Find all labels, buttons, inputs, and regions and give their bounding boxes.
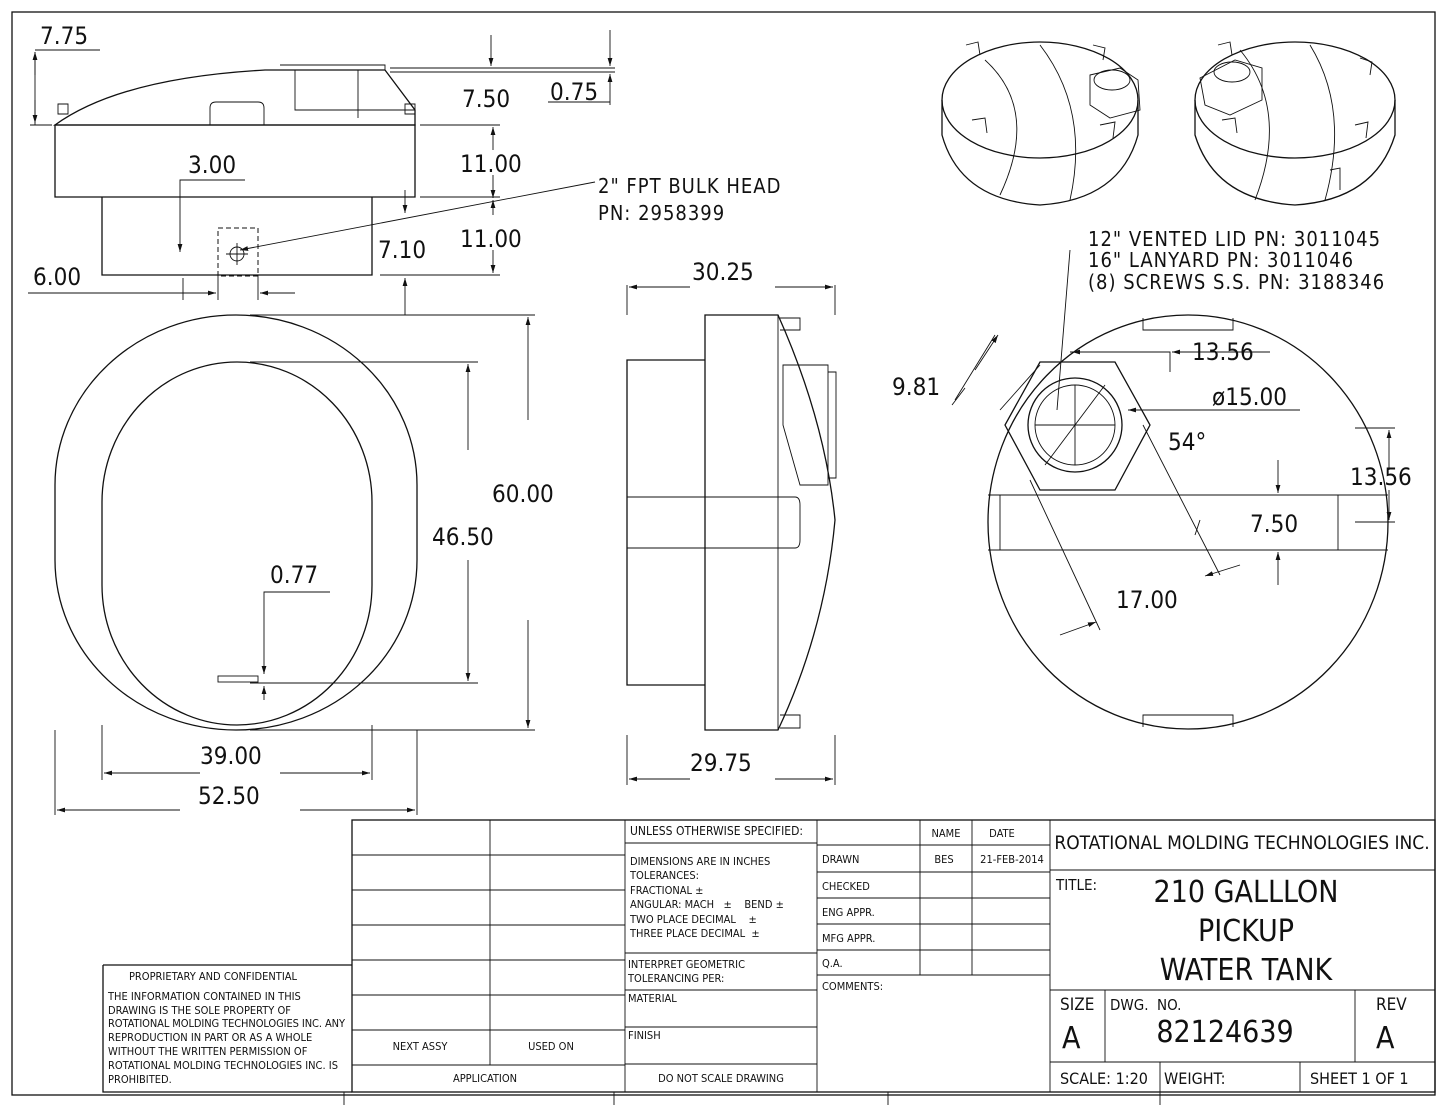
drawn-name: BES (934, 853, 953, 866)
dim-46-50: 46.50 (432, 523, 494, 551)
dim-3-00: 3.00 (188, 151, 236, 179)
lid-note-line2: 16" LANYARD PN: 3011046 (1088, 248, 1354, 272)
weight-label: WEIGHT: (1164, 1069, 1225, 1088)
dim-0-77: 0.77 (270, 561, 318, 589)
used-on-label: USED ON (528, 1040, 574, 1053)
application-label: APPLICATION (453, 1072, 517, 1085)
bulkhead-hidden-outline (217, 227, 259, 277)
size-value: A (1062, 1021, 1081, 1056)
title-line-1: 210 GALLLON (1154, 875, 1339, 910)
dim-13-56-horizontal: 13.56 (1192, 338, 1254, 366)
dim-7-10: 7.10 (378, 236, 426, 264)
dim-17-00: 17.00 (1116, 586, 1178, 614)
dim-30-25: 30.25 (692, 258, 754, 286)
side-view: 30.25 29.75 (626, 258, 837, 785)
tolerance-line: FRACTIONAL ± (630, 884, 703, 897)
proprietary-line: DRAWING IS THE SOLE PROPERTY OF (108, 1004, 291, 1017)
next-assy-label: NEXT ASSY (393, 1040, 449, 1053)
tolerance-line: THREE PLACE DECIMAL ± (629, 927, 760, 940)
dwg-no-value: 82124639 (1156, 1015, 1293, 1050)
elevation-view: 7.75 7.50 0.75 11.00 11.00 3.00 7.10 6.0… (28, 22, 781, 315)
dim-0-75: 0.75 (550, 78, 598, 106)
lid-top-view: 9.81 13.56 ø15.00 54° 17.00 13.56 7.50 1… (892, 227, 1412, 730)
dim-9-81: 9.81 (892, 373, 940, 401)
lid-note-line3: (8) SCREWS S.S. PN: 3188346 (1088, 270, 1385, 294)
title-block: UNLESS OTHERWISE SPECIFIED: DIMENSIONS A… (102, 819, 1436, 1105)
isometric-view-right (1194, 41, 1396, 206)
rev-label: REV (1376, 995, 1407, 1015)
sheet-label: SHEET 1 OF 1 (1310, 1069, 1409, 1088)
row-label-eng-appr: ENG APPR. (822, 906, 875, 919)
dim-7-75: 7.75 (40, 22, 88, 50)
finish-label: FINISH (628, 1029, 661, 1042)
dim-6-00: 6.00 (33, 263, 81, 291)
interpret-line: INTERPRET GEOMETRIC (628, 958, 745, 971)
title-label: TITLE: (1055, 876, 1097, 894)
dim-11-00-upper: 11.00 (460, 150, 522, 178)
tolerance-line: ANGULAR: MACH ± BEND ± (630, 898, 784, 911)
dim-11-00-lower: 11.00 (460, 225, 522, 253)
dim-7-50: 7.50 (462, 85, 510, 113)
row-label-mfg-appr: MFG APPR. (822, 932, 875, 945)
row-label-drawn: DRAWN (822, 853, 859, 866)
date-header: DATE (989, 827, 1015, 840)
material-label: MATERIAL (628, 992, 677, 1005)
proprietary-line: REPRODUCTION IN PART OR AS A WHOLE (108, 1031, 312, 1044)
sheet-border (11, 11, 1436, 1096)
dwg-no-label: DWG. NO. (1110, 996, 1181, 1014)
tolerance-line: TOLERANCES: (629, 869, 699, 882)
dim-angle-54: 54° (1168, 428, 1206, 456)
tolerance-line: TWO PLACE DECIMAL ± (629, 913, 757, 926)
proprietary-line: ROTATIONAL MOLDING TECHNOLOGIES INC. ANY (108, 1017, 346, 1030)
interpret-line: TOLERANCING PER: (627, 972, 724, 985)
scale-label: SCALE: 1:20 (1060, 1069, 1148, 1088)
name-header: NAME (932, 827, 961, 840)
title-line-2: PICKUP (1198, 914, 1294, 949)
row-label-qa: Q.A. (822, 957, 843, 970)
proprietary-line: PROHIBITED. (108, 1073, 172, 1086)
do-not-scale: DO NOT SCALE DRAWING (658, 1072, 784, 1085)
tolerance-line: DIMENSIONS ARE IN INCHES (630, 855, 770, 868)
title-line-3: WATER TANK (1160, 953, 1334, 988)
dim-52-50: 52.50 (198, 782, 260, 810)
lid-note-line1: 12" VENTED LID PN: 3011045 (1088, 227, 1381, 251)
drawn-date: 21-FEB-2014 (980, 853, 1044, 866)
dim-7-50-lid: 7.50 (1250, 510, 1298, 538)
bulkhead-note-line1: 2" FPT BULK HEAD (598, 174, 781, 198)
unless-specified: UNLESS OTHERWISE SPECIFIED: (630, 824, 803, 838)
row-label-checked: CHECKED (822, 880, 870, 893)
proprietary-line: THE INFORMATION CONTAINED IN THIS (107, 990, 301, 1003)
proprietary-line: ROTATIONAL MOLDING TECHNOLOGIES INC. IS (108, 1059, 338, 1072)
dim-diameter-15-00: ø15.00 (1212, 383, 1287, 411)
comments-label: COMMENTS: (822, 980, 883, 993)
company-name: ROTATIONAL MOLDING TECHNOLOGIES INC. (1054, 832, 1429, 854)
dim-39-00: 39.00 (200, 742, 262, 770)
bulkhead-note-line2: PN: 2958399 (598, 201, 725, 225)
proprietary-title: PROPRIETARY AND CONFIDENTIAL (129, 970, 298, 983)
dim-13-56-vertical: 13.56 (1350, 463, 1412, 491)
dim-29-75: 29.75 (690, 749, 752, 777)
dim-60-00: 60.00 (492, 480, 554, 508)
isometric-view-left (941, 41, 1141, 206)
plan-view: 60.00 46.50 0.77 39.00 52.50 (54, 314, 554, 815)
proprietary-line: WITHOUT THE WRITTEN PERMISSION OF (108, 1045, 308, 1058)
size-label: SIZE (1060, 995, 1094, 1015)
rev-value: A (1376, 1021, 1395, 1056)
